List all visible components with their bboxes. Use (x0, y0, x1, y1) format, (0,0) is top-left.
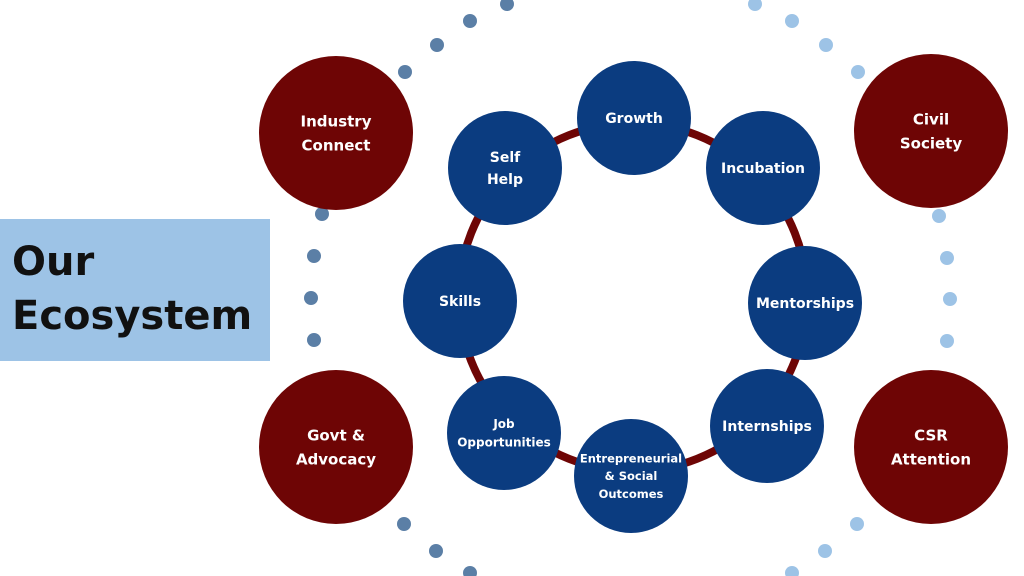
outer-node-govt-advocacy-label: Govt &Advocacy (296, 426, 376, 468)
connector-dot (785, 566, 799, 576)
connector-dot (940, 334, 954, 348)
node-internships-label: Internships (722, 419, 812, 435)
connector-dot (943, 292, 957, 306)
node-internships (710, 369, 824, 483)
connector-dot (307, 249, 321, 263)
connector-dot (315, 207, 329, 221)
title-line-1: Our (12, 239, 95, 285)
node-mentorships-label: Mentorships (756, 296, 854, 312)
node-skills-label: Skills (439, 294, 481, 310)
connector-dot (430, 38, 444, 52)
connector-dot (304, 291, 318, 305)
connector-dot (932, 209, 946, 223)
connector-dot (463, 566, 477, 576)
outer-node-civil-society (854, 54, 1008, 208)
connector-dot (398, 65, 412, 79)
outer-node-industry-connect (259, 56, 413, 210)
connector-dot (940, 251, 954, 265)
connector-dot (818, 544, 832, 558)
outer-node-csr-attention (854, 370, 1008, 524)
node-self-help (448, 111, 562, 225)
connector-dot (748, 0, 762, 11)
title-line-2: Ecosystem (12, 293, 253, 339)
connector-dot (397, 517, 411, 531)
connector-dot (851, 65, 865, 79)
outer-node-govt-advocacy (259, 370, 413, 524)
node-entrepreneurial-social-outcomes (574, 419, 688, 533)
node-skills (403, 244, 517, 358)
connector-dot (463, 14, 477, 28)
node-job-opportunities (447, 376, 561, 490)
node-mentorships (748, 246, 862, 360)
node-growth-label: Growth (605, 111, 663, 127)
connector-dot (429, 544, 443, 558)
connector-dot (785, 14, 799, 28)
connector-dot (819, 38, 833, 52)
connector-dot (500, 0, 514, 11)
node-incubation (706, 111, 820, 225)
node-incubation-label: Incubation (721, 161, 805, 177)
node-growth (577, 61, 691, 175)
title-box: Our Ecosystem (0, 219, 270, 361)
connector-dot (307, 333, 321, 347)
connector-dot (850, 517, 864, 531)
